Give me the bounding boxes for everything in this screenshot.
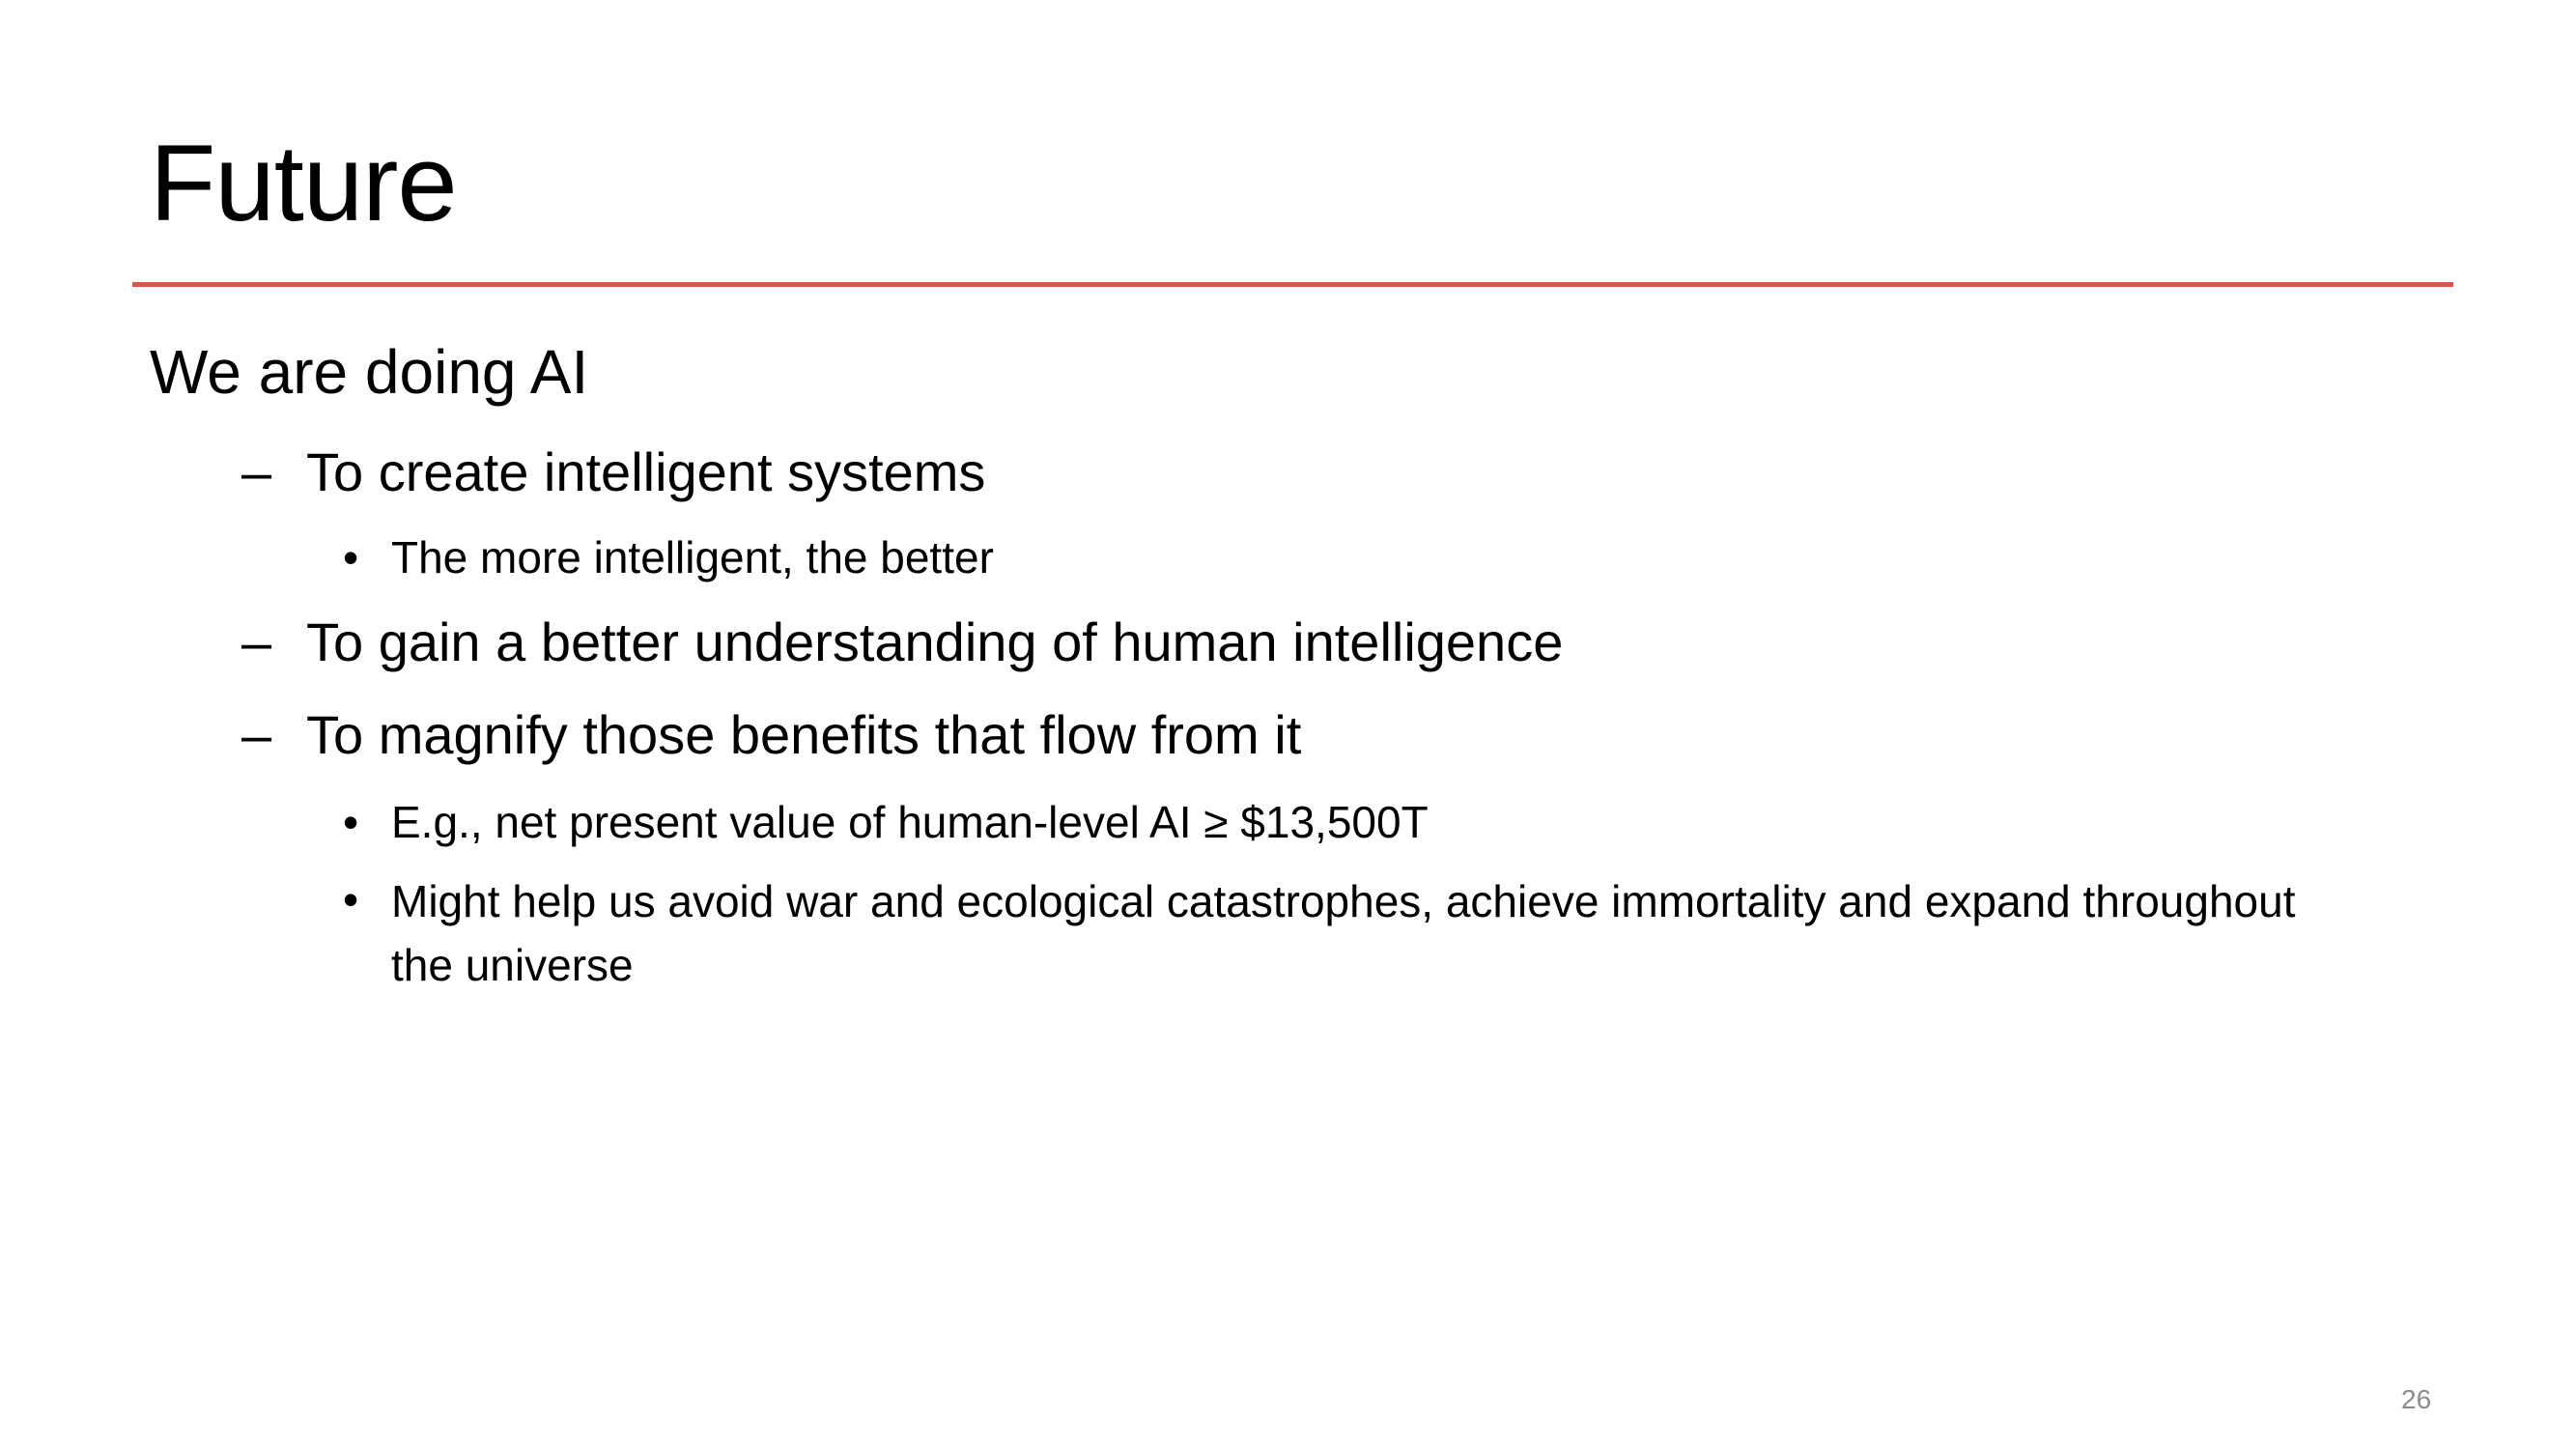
dash-marker: – [241, 441, 272, 502]
page-number: 26 [2401, 1384, 2432, 1414]
dash-marker: – [241, 611, 272, 672]
bullet-marker: • [343, 797, 359, 847]
bullet-marker: • [343, 874, 359, 924]
sub-list-item: • E.g., net present value of human-level… [0, 792, 2576, 852]
sub-list-item: • The more intelligent, the better [0, 527, 2576, 587]
title-divider [132, 282, 2453, 287]
list-item-text: To create intelligent systems [306, 441, 986, 502]
list-item: – To magnify those benefits that flow fr… [0, 701, 2576, 769]
sub-list-item-text: Might help us avoid war and ecological c… [391, 876, 2296, 990]
list-item: – To gain a better understanding of huma… [0, 609, 2576, 676]
sub-list-item: • Might help us avoid war and ecological… [0, 869, 2576, 999]
bullet-heading: We are doing AI [150, 337, 589, 407]
list-item-text: To gain a better understanding of human … [306, 611, 1564, 672]
sub-list-item-text: E.g., net present value of human-level A… [391, 797, 1429, 847]
list-item-text: To magnify those benefits that flow from… [306, 704, 1302, 765]
slide-title: Future [150, 123, 458, 243]
list-item: – To create intelligent systems [0, 439, 2576, 506]
sub-list-item-text: The more intelligent, the better [391, 532, 994, 582]
dash-marker: – [241, 704, 272, 765]
bullet-marker: • [343, 532, 359, 582]
